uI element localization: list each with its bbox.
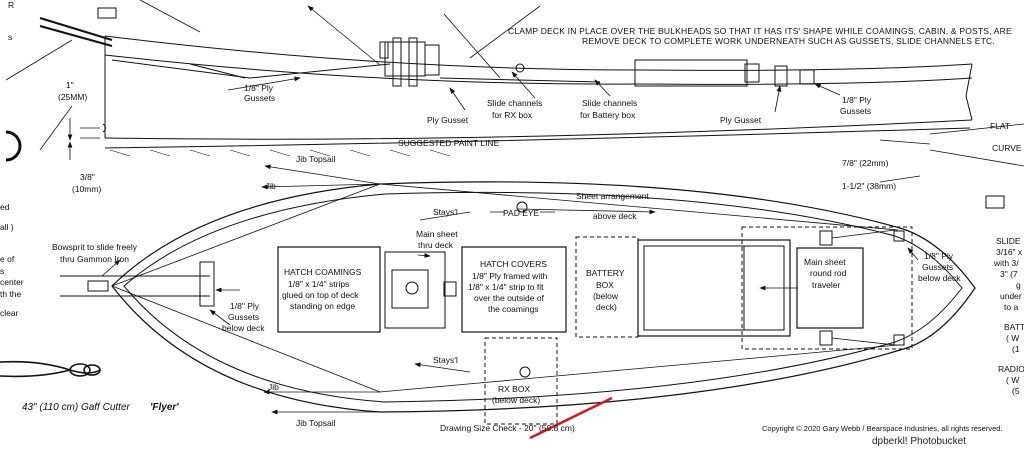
- batt-1: BATT: [1004, 322, 1024, 332]
- slide-5: g: [1016, 280, 1021, 290]
- traveler-2: round rod: [810, 268, 847, 278]
- dim-3-8-1: 3/8": [80, 172, 95, 182]
- sheet-arrangement: Sheet arrangement: [576, 191, 649, 201]
- hatch-coamings-2: 1/8" x 1/4" strips: [288, 279, 349, 289]
- battery-box-3: (below: [593, 291, 619, 301]
- top-note-line1: CLAMP DECK IN PLACE OVER THE BULKHEADS S…: [508, 26, 1012, 36]
- jib-bottom: Jib: [268, 382, 279, 392]
- knot-icon: [0, 360, 101, 378]
- gussets-right-1: 1/8" Ply: [924, 251, 954, 261]
- rx-box-2: (below deck): [492, 395, 540, 405]
- margin-frag-s: s: [8, 32, 12, 42]
- hatch-covers-1: HATCH COVERS: [480, 259, 547, 269]
- hatch-coamings-1: HATCH COAMINGS: [284, 267, 362, 277]
- cut-curve: CURVE: [992, 143, 1022, 153]
- left-margin: R s ed all ) e of s center th the clear: [0, 0, 24, 318]
- margin-frag-r: R: [8, 0, 14, 10]
- copyright: Copyright © 2020 Gary Webb / Bearspace I…: [762, 424, 1003, 433]
- slide-channels-battery-1: Slide channels: [582, 98, 637, 108]
- dim-1in-1: 1": [66, 80, 74, 90]
- gussets-right-3: below deck: [918, 273, 961, 283]
- jib-top: Jib: [265, 181, 276, 191]
- margin-frag-center: center: [0, 277, 24, 287]
- margin-frag-e: e of: [0, 254, 15, 264]
- traveler-1: Main sheet: [804, 257, 846, 267]
- battery-box-2: BOX: [596, 280, 614, 290]
- main-sheet-thru-1: Main sheet: [416, 229, 458, 239]
- right-margin: SLIDE 3/16" x with 3/ 3" (7 g under to a…: [985, 195, 1024, 396]
- bowsprit-2: thru Gammon Iron: [60, 254, 129, 264]
- hatch-covers-5: the coamings: [488, 304, 539, 314]
- rx-box-1: RX BOX: [498, 384, 530, 394]
- ply-gussets-left-2: Gussets: [244, 93, 275, 103]
- dim-1-1-2: 1-1/2" (38mm): [842, 181, 896, 191]
- gussets-left-1: 1/8" Ply: [230, 301, 260, 311]
- ply-gussets-left-1: 1/8" Ply: [244, 83, 274, 93]
- radio-3: (5: [1012, 386, 1020, 396]
- above-deck: above deck: [593, 211, 637, 221]
- radio-1: RADIO: [998, 364, 1024, 374]
- red-annotation-mark: [529, 396, 613, 440]
- dim-3-8-2: (10mm): [72, 184, 101, 194]
- round-fitting-icon: [5, 130, 22, 162]
- ply-gussets-right-2: Gussets: [840, 106, 871, 116]
- paint-line-label: SUGGESTED PAINT LINE: [398, 138, 500, 148]
- dim-7-8: 7/8" (22mm): [842, 158, 889, 168]
- batt-3: (1: [1012, 344, 1020, 354]
- size-check: Drawing Size Check - 20" (50.8 cm): [440, 423, 575, 433]
- drawing-title: 43" (110 cm) Gaff Cutter: [22, 402, 131, 413]
- slide-channels-rx-1: Slide channels: [487, 98, 542, 108]
- slide-7: to a: [1004, 302, 1018, 312]
- profile-labels: 1/8" Ply Gussets Ply Gusset Slide channe…: [58, 80, 1022, 194]
- jib-topsail-bottom: Jib Topsail: [296, 418, 336, 428]
- paint-line: [104, 127, 971, 157]
- stays-top: Stays'l: [433, 207, 458, 217]
- traveler-3: traveler: [812, 280, 841, 290]
- gussets-right-2: Gussets: [922, 262, 953, 272]
- rigging-lines: [101, 164, 919, 415]
- pad-eye: PAD EYE: [503, 208, 540, 218]
- dim-1in-2: (25MM): [58, 92, 87, 102]
- ply-gusset-mid: Ply Gusset: [427, 115, 469, 125]
- hatch-covers-2: 1/8" Ply framed with: [472, 271, 548, 281]
- main-sheet-thru-2: thru deck: [418, 240, 454, 250]
- stays-bottom: Stays'l: [433, 355, 458, 365]
- slide-1: SLIDE: [996, 236, 1021, 246]
- battery-box-1: BATTERY: [586, 268, 625, 278]
- ply-gusset-right: Ply Gusset: [720, 115, 762, 125]
- batt-2: ( W: [1006, 333, 1019, 343]
- margin-frag-s2: s: [0, 266, 4, 276]
- jib-topsail-top: Jib Topsail: [296, 154, 336, 164]
- margin-frag-clear: clear: [0, 308, 19, 318]
- gussets-left-3: below deck: [222, 323, 265, 333]
- boat-name: 'Flyer': [150, 402, 179, 413]
- battery-box-4: deck): [596, 302, 617, 312]
- slide-2: 3/16" x: [996, 247, 1023, 257]
- hatch-covers-3: 1/8" x 1/4" strip to fit: [468, 282, 544, 292]
- slide-channels-rx-2: for RX box: [492, 110, 533, 120]
- fitting-icon: [985, 195, 1005, 209]
- hatch-coamings-4: standing on edge: [290, 301, 355, 311]
- profile-leader-lines: [5, 0, 1024, 183]
- deck-plan-labels: Jib Topsail Jib Sheet arrangement Stays'…: [52, 154, 961, 433]
- slide-6: under: [1000, 291, 1022, 301]
- hatch-coamings-3: glued on top of deck: [282, 290, 359, 300]
- margin-frag-the: th the: [0, 289, 22, 299]
- bowsprit-1: Bowsprit to slide freely: [52, 242, 138, 252]
- cut-flat: FLAT: [990, 121, 1010, 131]
- slide-4: 3" (7: [1000, 269, 1018, 279]
- top-note-line2: REMOVE DECK TO COMPLETE WORK UNDERNEATH …: [582, 36, 995, 46]
- slide-channels-battery-2: for Battery box: [580, 110, 636, 120]
- hatch-covers-4: over the outside of: [474, 293, 545, 303]
- side-profile: [39, 7, 973, 140]
- ply-gussets-right-1: 1/8" Ply: [842, 95, 872, 105]
- slide-3: with 3/: [993, 258, 1019, 268]
- margin-frag-all: all ): [0, 222, 14, 232]
- gussets-left-2: Gussets: [228, 312, 259, 322]
- radio-2: ( W: [1006, 375, 1019, 385]
- watermark: dpberkl! Photobucket: [872, 436, 966, 447]
- margin-frag-ed: ed: [0, 202, 10, 212]
